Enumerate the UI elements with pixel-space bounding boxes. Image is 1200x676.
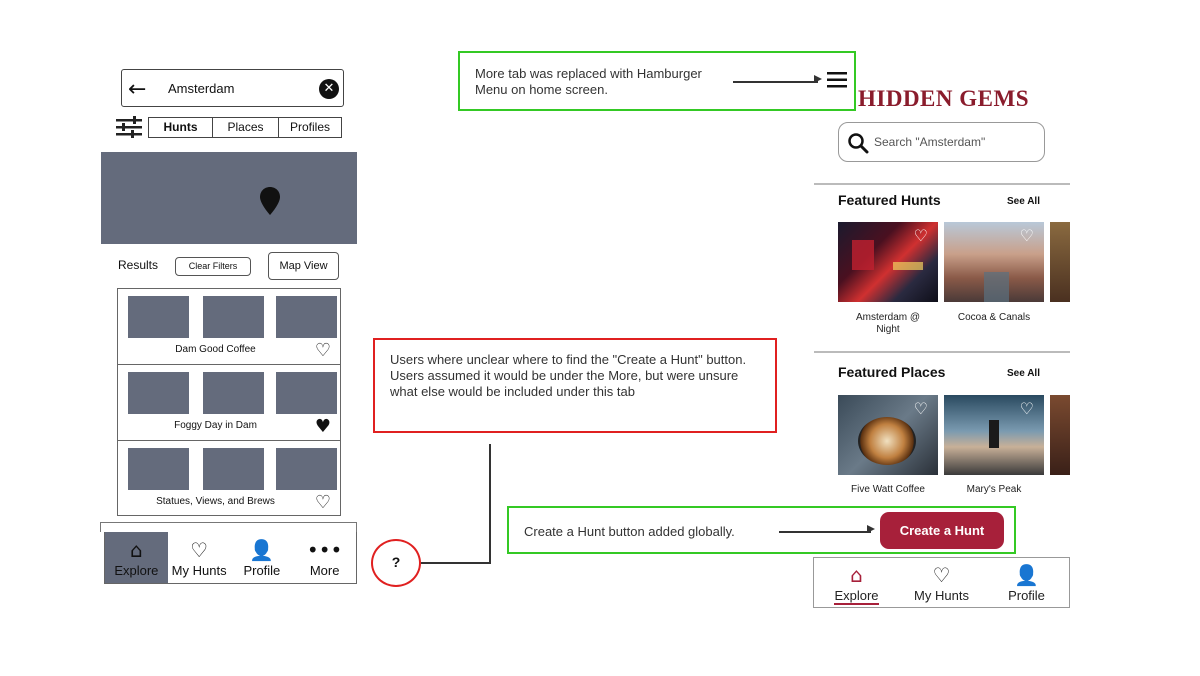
segment-hunts[interactable]: Hunts <box>149 118 213 137</box>
heart-outline-icon[interactable]: ♡ <box>913 226 928 245</box>
featured-places-title: Featured Places <box>838 364 946 380</box>
hiker-detail <box>989 420 999 448</box>
hamburger-annotation: More tab was replaced with Hamburger Men… <box>458 51 856 111</box>
question-marker: ? <box>371 539 421 587</box>
see-all-hunts-link[interactable]: See All <box>1007 196 1040 207</box>
search-field[interactable]: ← Amsterdam ✕ <box>121 69 344 107</box>
arrow-head <box>814 75 822 83</box>
filter-sliders-icon[interactable] <box>115 116 143 138</box>
result-thumbnail <box>128 372 189 414</box>
bottom-tab-bar: ⌂ Explore ♡ My Hunts 👤 Profile ••• More <box>104 532 357 584</box>
connector-line <box>421 562 491 564</box>
photo-detail <box>984 272 1009 302</box>
result-thumbnail <box>203 372 264 414</box>
home-icon: ⌂ <box>130 538 143 562</box>
place-photo-partial[interactable] <box>1050 395 1070 475</box>
hunt-label: Cocoa & Canals <box>957 312 1031 323</box>
map-placeholder[interactable] <box>101 152 357 244</box>
result-title: Statues, Views, and Brews <box>156 496 275 507</box>
tab-my-hunts[interactable]: ♡ My Hunts <box>899 558 984 607</box>
see-all-places-link[interactable]: See All <box>1007 368 1040 379</box>
search-value: Amsterdam <box>168 81 235 96</box>
tab-label: More <box>309 563 340 578</box>
tab-label: Profile <box>1008 588 1045 603</box>
tab-profile[interactable]: 👤 Profile <box>984 558 1069 607</box>
arrow-head <box>867 525 875 533</box>
photo-detail <box>893 262 923 270</box>
tab-explore[interactable]: ⌂ Explore <box>105 532 168 583</box>
tab-my-hunts[interactable]: ♡ My Hunts <box>168 532 231 583</box>
place-photo-marys-peak[interactable]: ♡ <box>944 395 1044 475</box>
clear-search-icon[interactable]: ✕ <box>319 79 339 99</box>
annotation-text: More tab was replaced with Hamburger Men… <box>475 66 702 97</box>
result-thumbnail <box>203 296 264 338</box>
arrow-line <box>779 531 871 533</box>
search-type-segmented-control: Hunts Places Profiles <box>148 117 342 138</box>
tab-profile[interactable]: 👤 Profile <box>231 532 294 583</box>
annotation-text: Users where unclear where to find the "C… <box>390 352 747 399</box>
coffee-cup-detail <box>858 417 916 465</box>
hunt-photo-partial[interactable] <box>1050 222 1070 302</box>
tab-label: Explore <box>834 588 879 605</box>
heart-filled-icon[interactable]: ♥ <box>314 416 331 437</box>
segment-places[interactable]: Places <box>213 118 279 137</box>
hunt-label: Amsterdam @ Night <box>855 312 921 335</box>
search-input[interactable]: Search "Amsterdam" <box>838 122 1045 162</box>
hamburger-menu-icon[interactable] <box>826 71 848 89</box>
search-icon <box>848 133 869 154</box>
tab-label: Profile <box>243 563 281 578</box>
result-card[interactable]: Statues, Views, and Brews ♡ <box>117 440 341 516</box>
tabbar-top-edge <box>100 522 357 532</box>
hunt-photo-cocoa-canals[interactable]: ♡ <box>944 222 1044 302</box>
heart-outline-icon[interactable]: ♡ <box>1019 399 1034 418</box>
arrow-line <box>733 81 818 83</box>
more-dots-icon: ••• <box>306 538 343 562</box>
result-thumbnail <box>276 372 337 414</box>
map-pin-icon[interactable] <box>259 186 281 216</box>
result-thumbnail <box>276 296 337 338</box>
brand-logo: HIDDEN GEMS <box>858 86 1029 111</box>
result-thumbnail <box>276 448 337 490</box>
person-icon: 👤 <box>1014 563 1039 587</box>
results-label: Results <box>118 258 159 272</box>
place-label: Five Watt Coffee <box>851 484 925 495</box>
result-title: Dam Good Coffee <box>175 344 256 355</box>
section-divider <box>814 351 1070 353</box>
result-thumbnail <box>203 448 264 490</box>
place-label: Mary's Peak <box>966 484 1022 495</box>
map-view-button[interactable]: Map View <box>268 252 339 280</box>
tab-more[interactable]: ••• More <box>293 532 356 583</box>
result-card[interactable]: Foggy Day in Dam ♥ <box>117 364 341 440</box>
person-icon: 👤 <box>249 538 275 562</box>
photo-detail <box>852 240 874 270</box>
tab-label: Explore <box>114 563 159 578</box>
place-photo-five-watt[interactable]: ♡ <box>838 395 938 475</box>
tab-label: My Hunts <box>171 563 227 578</box>
unclear-annotation: Users where unclear where to find the "C… <box>373 338 777 433</box>
clear-filters-button[interactable]: Clear Filters <box>175 257 251 276</box>
tab-explore[interactable]: ⌂ Explore <box>814 558 899 607</box>
search-placeholder: Search "Amsterdam" <box>874 135 986 149</box>
result-thumbnail <box>128 296 189 338</box>
create-a-hunt-button[interactable]: Create a Hunt <box>880 512 1004 549</box>
connector-line <box>489 444 491 563</box>
result-card[interactable]: Dam Good Coffee ♡ <box>117 288 341 364</box>
result-thumbnail <box>128 448 189 490</box>
bottom-tab-bar: ⌂ Explore ♡ My Hunts 👤 Profile <box>813 557 1070 608</box>
result-title: Foggy Day in Dam <box>174 420 257 431</box>
tab-label: My Hunts <box>914 588 969 603</box>
heart-outline-icon[interactable]: ♡ <box>314 340 331 361</box>
heart-icon: ♡ <box>190 538 209 562</box>
annotation-text: Create a Hunt button added globally. <box>524 524 735 539</box>
segment-profiles[interactable]: Profiles <box>289 120 330 134</box>
heart-outline-icon[interactable]: ♡ <box>1019 226 1034 245</box>
heart-icon: ♡ <box>932 563 951 587</box>
heart-outline-icon[interactable]: ♡ <box>913 399 928 418</box>
heart-outline-icon[interactable]: ♡ <box>314 492 331 513</box>
section-divider <box>814 183 1070 185</box>
home-icon: ⌂ <box>850 563 863 587</box>
hunt-photo-amsterdam-night[interactable]: ♡ <box>838 222 938 302</box>
back-arrow-icon[interactable]: ← <box>128 77 147 102</box>
featured-hunts-title: Featured Hunts <box>838 192 941 208</box>
